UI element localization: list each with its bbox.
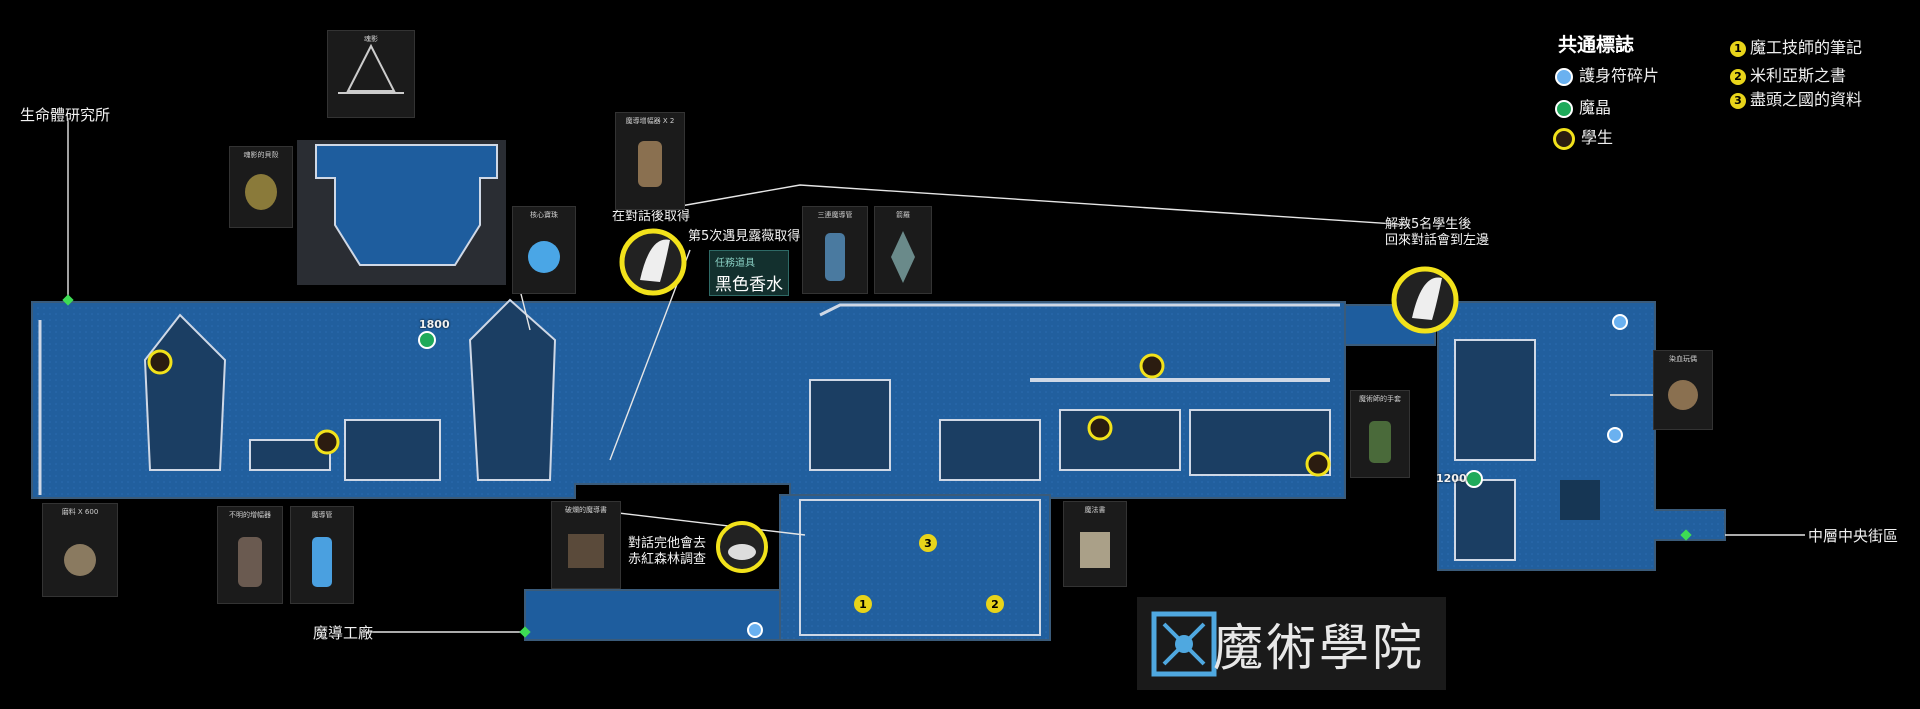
scroll-icon <box>1080 532 1110 568</box>
item-label-magic-book: 魔法書 <box>1084 506 1106 514</box>
item-label-doll: 染血玩偶 <box>1669 355 1697 363</box>
legend-amulet: 護身符碎片 <box>1555 62 1659 86</box>
item-card-amplifier: 魔導增幅器 X 2 <box>615 112 685 210</box>
item-card-grind: 磨料 X 600 <box>42 503 118 597</box>
note-talk-2: 赤紅森林調查 <box>628 552 707 567</box>
note-rescue-2: 回來對話會到左邊 <box>1385 233 1490 248</box>
note-1-icon: 1 <box>1730 40 1746 57</box>
item-card-shadow: 魂影 <box>327 30 415 118</box>
key-item-name: 黑色香水 <box>715 275 783 295</box>
svg-text:3: 3 <box>924 537 932 550</box>
legend-crystal: 魔晶 <box>1555 94 1611 118</box>
academy-emblem-icon <box>1151 611 1217 677</box>
east-building <box>1437 301 1726 571</box>
note-fifth-encounter: 第5次遇見露薇取得 <box>688 229 801 244</box>
svg-text:1: 1 <box>859 598 867 611</box>
item-label-shadow-shell: 魂影的貝殼 <box>243 151 279 159</box>
amplifier-icon <box>638 141 662 187</box>
note-talk-1: 對話完他會去 <box>628 536 707 551</box>
value-1200: 1200 <box>1436 472 1467 485</box>
amplifier-icon <box>238 537 262 587</box>
value-1800: 1800 <box>419 318 450 331</box>
student-callout-3 <box>716 521 768 573</box>
legend-note-2-label: 米利亞斯之書 <box>1750 66 1847 85</box>
note-markers: 1 2 3 <box>854 534 1004 613</box>
student-callout-2 <box>1391 266 1459 334</box>
item-card-broken-book: 破爛的魔導書 <box>551 501 621 589</box>
crystal-markers <box>418 331 1483 488</box>
map-title: 魔術學院 <box>1213 619 1425 677</box>
item-label-grind: 磨料 X 600 <box>61 508 99 516</box>
legend-student-label: 學生 <box>1581 128 1614 147</box>
gear-icon <box>64 544 96 576</box>
crystal-icon <box>1555 99 1573 118</box>
item-label-triple-tube: 三連魔導管 <box>817 211 853 219</box>
item-card-doll: 染血玩偶 <box>1653 350 1713 430</box>
item-label-magic-tube: 魔導管 <box>311 511 333 519</box>
main-corridor <box>31 298 1346 499</box>
place-central: 中層中央街區 <box>1808 527 1899 545</box>
note-2-icon: 2 <box>1730 68 1746 85</box>
student-callout-1 <box>619 228 687 296</box>
glove-icon <box>1369 421 1391 463</box>
tube-icon <box>312 537 332 587</box>
note-obtain-by-talk: 在對話後取得 <box>612 209 691 224</box>
doll-icon <box>1668 380 1698 410</box>
item-card-crest: 箭羅 <box>874 206 932 294</box>
tube-icon <box>825 233 845 281</box>
item-label-unknown-amp: 不明的增幅器 <box>229 511 271 519</box>
item-label-shadow: 魂影 <box>364 35 378 43</box>
item-card-triple-tube: 三連魔導管 <box>802 206 868 294</box>
book-icon <box>568 534 604 568</box>
item-label-core-orb: 核心寶珠 <box>530 211 558 219</box>
shell-icon <box>245 174 277 210</box>
place-factory: 魔導工廠 <box>313 624 374 642</box>
item-card-core-orb: 核心寶珠 <box>512 206 576 294</box>
item-card-magic-book: 魔法書 <box>1063 501 1127 587</box>
wizard-hat-icon <box>338 43 404 94</box>
amulet-markers <box>747 314 1628 638</box>
student-markers <box>147 349 1331 477</box>
top-tower-room <box>297 140 506 285</box>
key-item-category: 任務道具 <box>715 258 755 269</box>
legend-note-1-label: 魔工技師的筆記 <box>1750 38 1863 57</box>
amulet-icon <box>1555 67 1573 86</box>
title-panel <box>1137 597 1446 690</box>
key-item-tag: 任務道具 黑色香水 <box>709 250 789 296</box>
legend-crystal-label: 魔晶 <box>1579 98 1612 117</box>
item-label-amplifier: 魔導增幅器 X 2 <box>625 117 675 125</box>
legend-note-3-label: 盡頭之國的資料 <box>1750 90 1863 109</box>
item-label-crest: 箭羅 <box>896 211 910 219</box>
item-card-magic-tube: 魔導管 <box>290 506 354 604</box>
item-card-sorcerer: 魔術師的手套 <box>1350 390 1410 478</box>
item-card-shadow-shell: 魂影的貝殼 <box>229 146 293 228</box>
item-card-unknown-amp: 不明的增幅器 <box>217 506 283 604</box>
legend-title: 共通標誌 <box>1558 34 1635 56</box>
student-icon <box>1553 127 1575 150</box>
crest-icon <box>891 231 915 283</box>
orb-icon <box>528 241 560 273</box>
lower-hall <box>524 494 1051 641</box>
note-rescue-1: 解救5名學生後 <box>1385 217 1472 232</box>
legend-student: 學生 <box>1553 124 1613 150</box>
note-3-icon: 3 <box>1730 92 1746 109</box>
svg-text:2: 2 <box>991 598 999 611</box>
place-lab: 生命體研究所 <box>20 106 111 124</box>
legend-amulet-label: 護身符碎片 <box>1579 66 1660 85</box>
item-label-broken-book: 破爛的魔導書 <box>565 506 607 514</box>
item-label-sorcerer: 魔術師的手套 <box>1359 395 1401 403</box>
